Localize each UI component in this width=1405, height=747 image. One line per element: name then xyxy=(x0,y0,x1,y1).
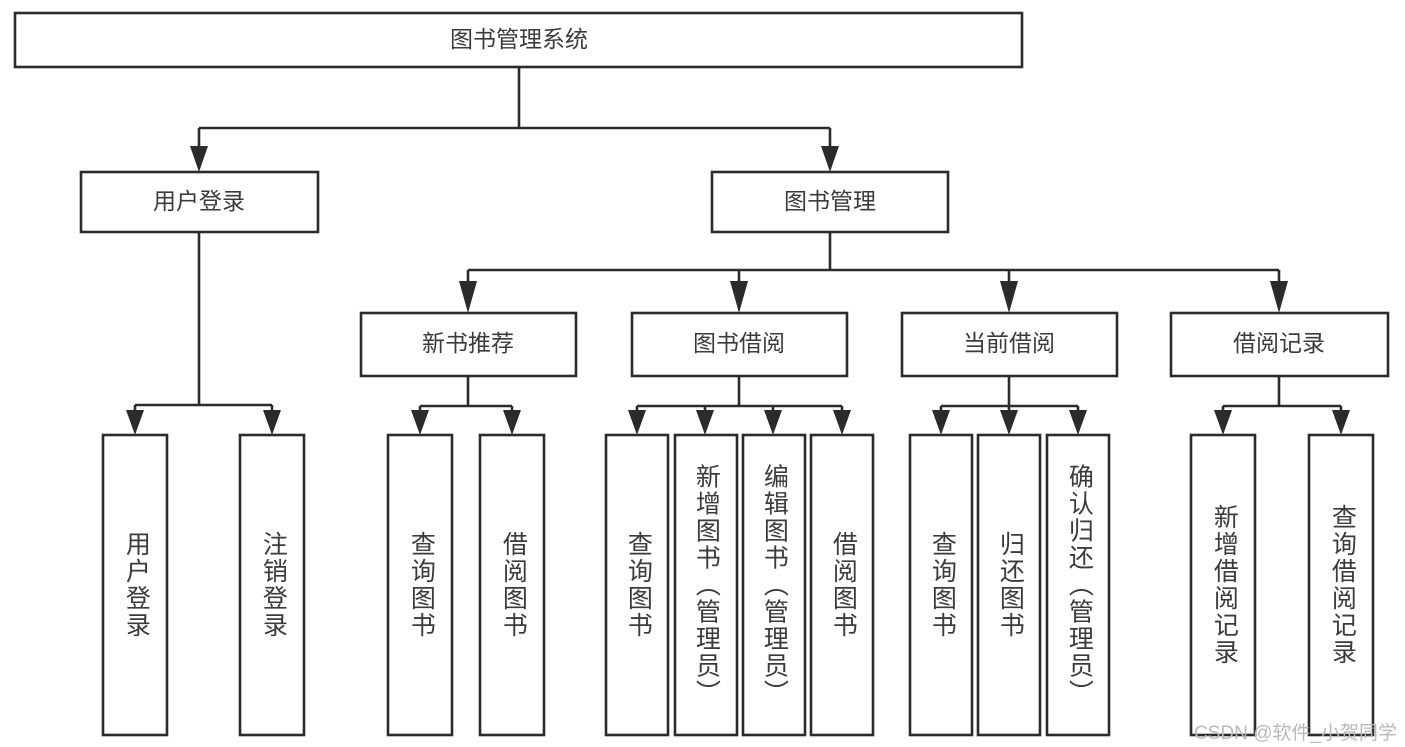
arrow-to-leaf-borrow-book-1 xyxy=(503,410,521,435)
root-label: 图书管理系统 xyxy=(450,26,588,52)
node-borrow-record[interactable]: 借阅记录 xyxy=(1169,311,1390,378)
book-management-box[interactable] xyxy=(710,170,950,234)
node-leaf-query-record[interactable]: 查询借阅记录 xyxy=(1307,433,1375,737)
current-borrow-box[interactable] xyxy=(900,311,1119,378)
borrow-record-label: 借阅记录 xyxy=(1233,330,1325,356)
arrow-to-leaf-query-book-3 xyxy=(932,410,950,435)
node-book-borrow[interactable]: 图书借阅 xyxy=(630,311,849,378)
node-leaf-add-record[interactable]: 新增借阅记录 xyxy=(1189,433,1257,737)
leaf-add-book-label: 新增图书（管理员） xyxy=(692,464,721,707)
node-leaf-return-book[interactable]: 归还图书 xyxy=(976,433,1042,737)
leaf-borrow-book-1-label: 借阅图书 xyxy=(499,531,528,639)
node-leaf-add-book[interactable]: 新增图书（管理员） xyxy=(673,433,739,737)
current-borrow-label: 当前借阅 xyxy=(963,330,1055,356)
arrow-to-leaf-edit-book xyxy=(764,410,782,435)
leaf-logout-login-label: 注销登录 xyxy=(259,531,288,639)
arrow-to-current-borrow xyxy=(1000,281,1018,313)
node-book-management[interactable]: 图书管理 xyxy=(710,170,950,234)
node-leaf-query-book-2[interactable]: 查询图书 xyxy=(604,433,670,737)
leaf-add-record-label: 新增借阅记录 xyxy=(1210,504,1239,666)
new-book-recommend-box[interactable] xyxy=(359,311,578,378)
leaf-borrow-book-2-label: 借阅图书 xyxy=(829,531,858,639)
node-leaf-query-book-1[interactable]: 查询图书 xyxy=(386,433,454,737)
arrow-to-book-borrow xyxy=(730,281,748,313)
leaf-return-book-box[interactable] xyxy=(976,433,1042,737)
arrow-to-leaf-query-book-2 xyxy=(628,410,646,435)
user-login-label: 用户登录 xyxy=(153,188,245,214)
node-leaf-edit-book[interactable]: 编辑图书（管理员） xyxy=(741,433,807,737)
leaf-query-book-1-box[interactable] xyxy=(386,433,454,737)
arrow-to-user-login xyxy=(190,146,208,172)
arrow-to-new-book-recommend xyxy=(459,281,477,313)
node-leaf-borrow-book-1[interactable]: 借阅图书 xyxy=(478,433,546,737)
user-login-box[interactable] xyxy=(79,170,320,234)
node-user-login[interactable]: 用户登录 xyxy=(79,170,320,234)
leaf-query-book-2-label: 查询图书 xyxy=(624,531,653,639)
leaf-borrow-book-1-box[interactable] xyxy=(478,433,546,737)
arrow-to-leaf-add-book xyxy=(696,410,714,435)
leaf-query-record-box[interactable] xyxy=(1307,433,1375,737)
leaf-query-record-label: 查询借阅记录 xyxy=(1328,504,1357,666)
node-leaf-borrow-book-2[interactable]: 借阅图书 xyxy=(809,433,875,737)
arrow-to-leaf-user-login xyxy=(126,410,144,435)
arrow-to-leaf-borrow-book-2 xyxy=(833,410,851,435)
arrow-to-leaf-add-record xyxy=(1214,410,1232,435)
node-leaf-query-book-3[interactable]: 查询图书 xyxy=(908,433,974,737)
connector-group xyxy=(126,67,1350,435)
book-management-label: 图书管理 xyxy=(784,188,876,214)
arrow-to-leaf-query-record xyxy=(1332,410,1350,435)
arrow-to-leaf-logout-login xyxy=(263,410,281,435)
node-current-borrow[interactable]: 当前借阅 xyxy=(900,311,1119,378)
root-box[interactable] xyxy=(13,11,1024,69)
leaf-borrow-book-2-box[interactable] xyxy=(809,433,875,737)
leaf-add-book-box[interactable] xyxy=(673,433,739,737)
leaf-edit-book-box[interactable] xyxy=(741,433,807,737)
node-root[interactable]: 图书管理系统 xyxy=(13,11,1024,69)
leaf-confirm-return-box[interactable] xyxy=(1045,433,1111,737)
book-borrow-box[interactable] xyxy=(630,311,849,378)
arrow-to-leaf-return-book xyxy=(1000,410,1018,435)
leaf-user-login-label: 用户登录 xyxy=(122,531,151,639)
leaf-query-book-3-box[interactable] xyxy=(908,433,974,737)
node-leaf-confirm-return[interactable]: 确认归还（管理员） xyxy=(1045,433,1111,737)
arrow-to-leaf-confirm-return xyxy=(1069,410,1087,435)
leaf-logout-login-box[interactable] xyxy=(238,433,306,737)
arrow-to-borrow-record xyxy=(1270,281,1288,313)
arrow-to-book-management xyxy=(821,146,839,172)
leaf-query-book-3-label: 查询图书 xyxy=(928,531,957,639)
borrow-record-box[interactable] xyxy=(1169,311,1390,378)
leaf-user-login-box[interactable] xyxy=(101,433,169,737)
leaf-add-record-box[interactable] xyxy=(1189,433,1257,737)
node-new-book-recommend[interactable]: 新书推荐 xyxy=(359,311,578,378)
leaf-edit-book-label: 编辑图书（管理员） xyxy=(760,464,789,707)
book-borrow-label: 图书借阅 xyxy=(693,330,785,356)
new-book-recommend-label: 新书推荐 xyxy=(422,330,514,356)
arrow-to-leaf-query-book-1 xyxy=(411,410,429,435)
leaf-query-book-1-label: 查询图书 xyxy=(407,531,436,639)
node-leaf-logout-login[interactable]: 注销登录 xyxy=(238,433,306,737)
leaf-query-book-2-box[interactable] xyxy=(604,433,670,737)
node-leaf-user-login[interactable]: 用户登录 xyxy=(101,433,169,737)
leaf-confirm-return-label: 确认归还（管理员） xyxy=(1065,464,1094,707)
leaf-return-book-label: 归还图书 xyxy=(996,531,1025,639)
